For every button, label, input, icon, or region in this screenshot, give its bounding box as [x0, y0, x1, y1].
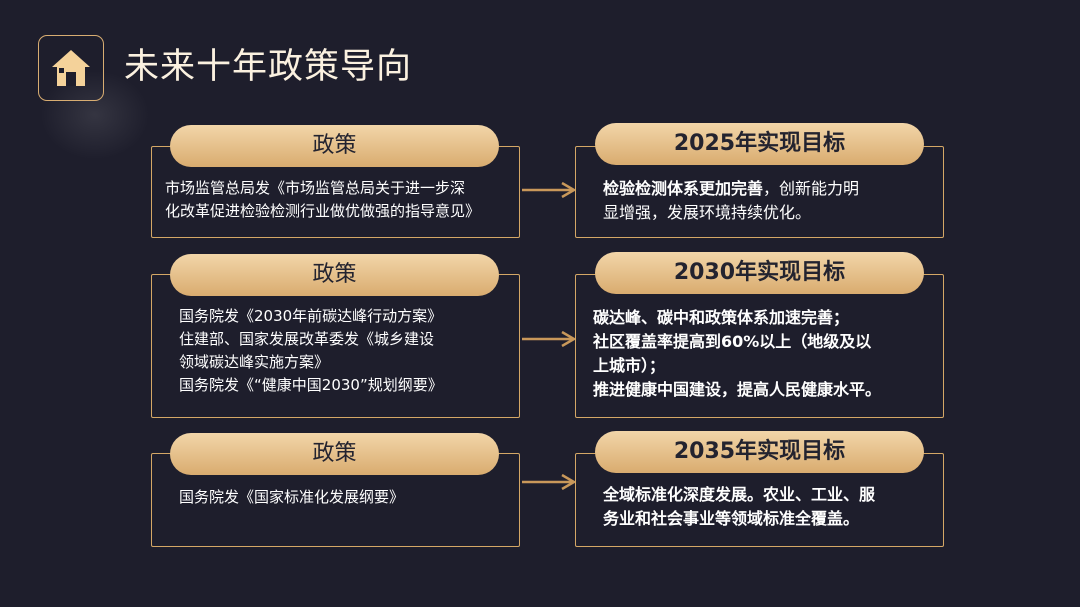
policy-card-2	[151, 274, 520, 418]
policy-label-3: 政策	[170, 433, 499, 475]
target-text-1: 检验检测体系更加完善，创新能力明 显增强，发展环境持续优化。	[603, 177, 859, 225]
target-text-3: 全域标准化深度发展。农业、工业、服 务业和社会事业等领域标准全覆盖。	[603, 483, 875, 531]
policy-line: 化改革促进检验检测行业做优做强的指导意见》	[165, 202, 481, 220]
policy-label-2: 政策	[170, 254, 499, 296]
target-text-2: 碳达峰、碳中和政策体系加速完善； 社区覆盖率提高到60%以上（地级及以 上城市）…	[593, 306, 881, 402]
policy-line: 市场监管总局发《市场监管总局关于进一步深	[165, 179, 466, 197]
home-icon	[52, 50, 90, 86]
policy-text-3: 国务院发《国家标准化发展纲要》	[179, 486, 404, 509]
target-line: 全域标准化深度发展。农业、工业、服	[603, 485, 876, 504]
policy-line: 国务院发《“健康中国2030”规划纲要》	[179, 376, 443, 394]
policy-line: 领域碳达峰实施方案》	[179, 353, 330, 371]
policy-label-1: 政策	[170, 125, 499, 167]
target-label-3: 2035年实现目标	[595, 431, 924, 473]
target-card-2	[575, 274, 944, 418]
policy-text-1: 市场监管总局发《市场监管总局关于进一步深 化改革促进检验检测行业做优做强的指导意…	[165, 177, 480, 223]
target-line: 务业和社会事业等领域标准全覆盖。	[603, 509, 860, 528]
policy-line: 住建部、国家发展改革委发《城乡建设	[179, 330, 435, 348]
arrow-right-icon	[522, 474, 577, 490]
policy-text-2: 国务院发《2030年前碳达峰行动方案》 住建部、国家发展改革委发《城乡建设 领域…	[179, 305, 443, 397]
target-label-2: 2030年实现目标	[595, 252, 924, 294]
target-line: 推进健康中国建设，提高人民健康水平。	[593, 380, 882, 399]
target-line: 显增强，发展环境持续优化。	[603, 203, 812, 222]
target-line: 检验检测体系更加完善，创新能力明	[603, 179, 860, 198]
policy-line: 国务院发《2030年前碳达峰行动方案》	[179, 307, 443, 325]
arrow-right-icon	[522, 331, 577, 347]
home-button[interactable]	[38, 35, 104, 101]
target-line: 社区覆盖率提高到60%以上（地级及以	[593, 332, 872, 351]
target-label-1: 2025年实现目标	[595, 123, 924, 165]
target-line: 碳达峰、碳中和政策体系加速完善；	[593, 308, 850, 327]
target-emphasis: 检验检测体系更加完善	[603, 179, 764, 198]
target-line: 上城市）；	[593, 356, 666, 375]
policy-line: 国务院发《国家标准化发展纲要》	[179, 488, 405, 506]
arrow-right-icon	[522, 182, 577, 198]
page-title: 未来十年政策导向	[124, 47, 413, 87]
